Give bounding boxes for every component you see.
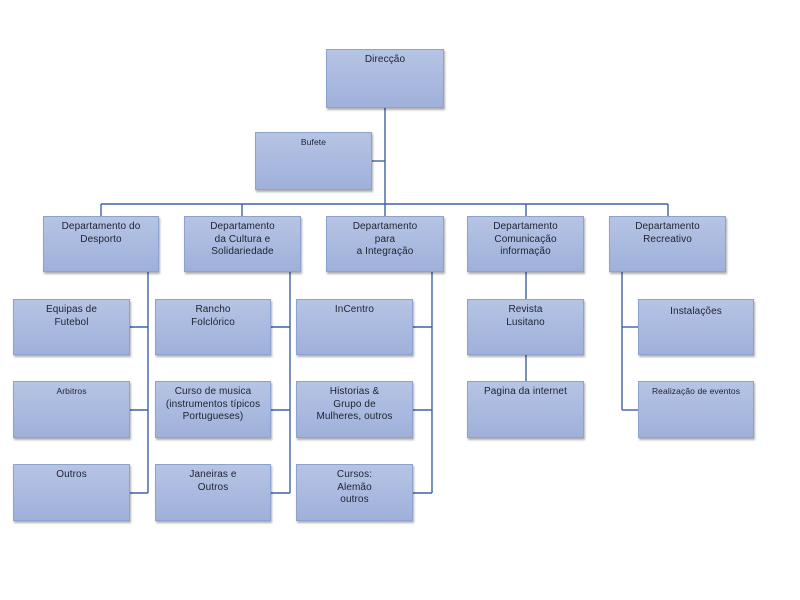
node-equipas-futebol: Equipas de Futebol [13,299,130,355]
node-outros: Outros [13,464,130,521]
node-instalacoes: Instalações [638,299,754,355]
node-cursos: Cursos: Alemão outros [296,464,413,521]
node-arbitros: Arbitros [13,381,130,438]
node-realizacao-eventos: Realização de eventos [638,381,754,438]
node-departamento-cultura: Departamento da Cultura e Solidariedade [184,216,301,272]
node-departamento-recreativo: Departamento Recreativo [609,216,726,272]
node-direccao: Direcção [326,49,444,108]
node-revista-lusitano: Revista Lusitano [467,299,584,355]
node-historias: Historias & Grupo de Mulheres, outros [296,381,413,438]
node-pagina-internet: Pagina da internet [467,381,584,438]
node-incentro: InCentro [296,299,413,355]
node-rancho-folclorico: Rancho Folclórico [155,299,271,355]
node-janeiras: Janeiras e Outros [155,464,271,521]
node-bufete: Bufete [255,132,372,190]
node-departamento-integracao: Departamento para a Integração [326,216,444,272]
node-curso-musica: Curso de musica (instrumentos típicos Po… [155,381,271,438]
node-departamento-comunicacao: Departamento Comunicação informação [467,216,584,272]
node-departamento-desporto: Departamento do Desporto [43,216,159,272]
